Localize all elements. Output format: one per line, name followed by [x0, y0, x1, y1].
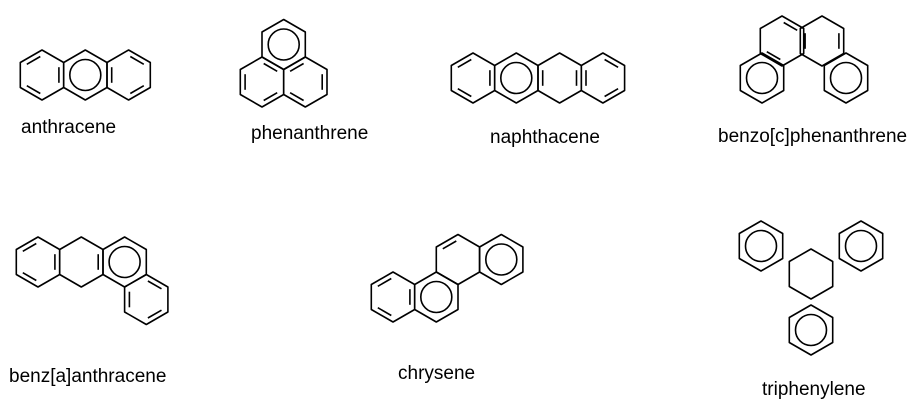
label-benz-a-anthracene: benz[a]anthracene — [9, 366, 167, 387]
phenanthrene-double-bond — [263, 62, 278, 72]
anthracene-double-bond — [129, 85, 145, 95]
structure-benzo-c-phenanthrene — [739, 15, 869, 104]
benz-a-anthracene-ring — [58, 236, 104, 288]
phenanthrene-ring — [282, 56, 328, 108]
benz-a-anthracene-double-bond — [147, 280, 162, 290]
triphenylene-ring — [738, 220, 784, 272]
structure-phenanthrene — [239, 18, 328, 108]
benzo-c-phenanthrene-aromatic-circle — [745, 61, 779, 95]
chrysene-double-bond — [377, 277, 392, 287]
naphthacene-double-bond — [457, 58, 472, 68]
label-anthracene: anthracene — [21, 117, 117, 138]
phenanthrene-double-bond — [289, 62, 305, 72]
label-naphthacene: naphthacene — [490, 127, 600, 148]
naphthacene-aromatic-circle — [499, 61, 533, 95]
benz-a-anthracene-aromatic-circle — [108, 245, 141, 279]
anthracene-double-bond — [26, 85, 41, 95]
anthracene-double-bond — [26, 55, 41, 65]
chrysene-double-bond — [442, 240, 457, 250]
anthracene-ring — [19, 49, 65, 101]
triphenylene-ring — [838, 220, 884, 272]
triphenylene-aromatic-circle — [744, 229, 778, 263]
benzo-c-phenanthrene-aromatic-circle — [829, 61, 863, 95]
triphenylene-ring — [788, 248, 834, 300]
anthracene-ring — [106, 49, 152, 101]
phenanthrene-double-bond — [263, 92, 278, 102]
benzo-c-phenanthrene-ring — [823, 52, 869, 104]
benzo-c-phenanthrene-double-bond — [783, 21, 798, 31]
benzo-c-phenanthrene-ring — [759, 15, 805, 67]
naphthacene-double-bond — [604, 88, 619, 98]
label-triphenylene: triphenylene — [762, 379, 866, 400]
anthracene-double-bond — [129, 55, 145, 65]
label-phenanthrene: phenanthrene — [251, 123, 369, 144]
benzo-c-phenanthrene-ring — [799, 15, 845, 67]
naphthacene-double-bond — [457, 88, 472, 98]
triphenylene-aromatic-circle — [844, 229, 878, 263]
chrysene-aromatic-circle — [419, 280, 453, 314]
structure-anthracene — [19, 49, 152, 101]
structure-naphthacene — [450, 52, 626, 104]
benz-a-anthracene-double-bond — [22, 272, 37, 282]
chrysene-double-bond — [377, 307, 392, 317]
label-benzo-c-phenanthrene: benzo[c]phenanthrene — [718, 126, 908, 147]
structure-benz-a-anthracene — [15, 236, 169, 326]
chrysene-ring — [435, 233, 481, 286]
chrysene-ring — [370, 271, 416, 323]
structure-chrysene — [370, 233, 524, 323]
naphthacene-ring — [450, 52, 496, 104]
chrysene-aromatic-circle — [484, 243, 518, 276]
benz-a-anthracene-ring — [15, 236, 61, 288]
benz-a-anthracene-double-bond — [22, 242, 37, 252]
label-chrysene: chrysene — [398, 363, 476, 384]
naphthacene-ring — [580, 52, 626, 104]
benz-a-anthracene-double-bond — [147, 309, 162, 319]
benzo-c-phenanthrene-double-bond — [766, 51, 781, 61]
phenanthrene-ring — [239, 56, 285, 108]
benz-a-anthracene-ring — [123, 273, 169, 326]
naphthacene-ring — [537, 52, 583, 104]
triphenylene-ring — [788, 304, 834, 356]
chrysene-ring — [478, 233, 524, 286]
anthracene-aromatic-circle — [69, 58, 102, 92]
phenanthrene-aromatic-circle — [267, 28, 301, 61]
triphenylene-aromatic-circle — [794, 313, 828, 347]
phenanthrene-double-bond — [289, 92, 305, 102]
naphthacene-double-bond — [604, 58, 619, 68]
structure-triphenylene — [738, 220, 884, 356]
